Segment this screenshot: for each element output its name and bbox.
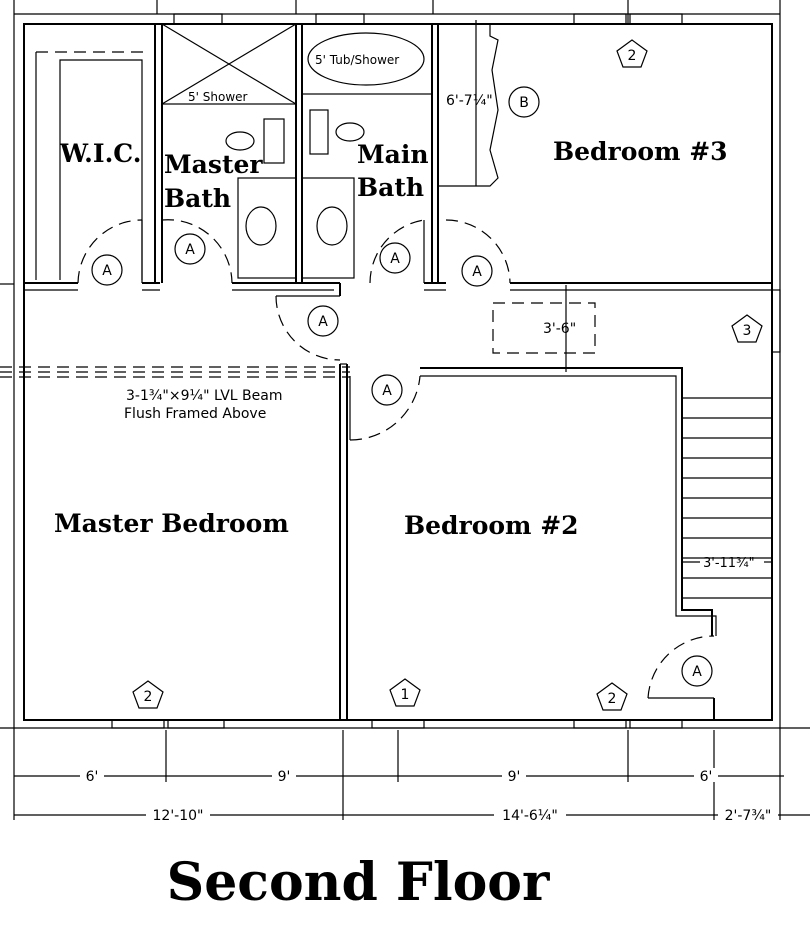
door-tag: A <box>461 255 493 287</box>
windows <box>111 13 781 729</box>
dim-6-right: 6' <box>700 769 713 785</box>
beam-note-line1: 3-1¾"×9¼" LVL Beam <box>126 388 283 404</box>
room-labels: W.I.C. Master Bath Main Bath Bedroom #3 … <box>54 137 728 540</box>
dim-12-10: 12'-10" <box>153 808 204 824</box>
page-title: Second Floor <box>167 852 550 913</box>
window-tag: 1 <box>389 678 421 707</box>
svg-text:2: 2 <box>628 48 637 64</box>
master-bath-fixtures <box>225 118 297 279</box>
room-label-bedroom-2: Bedroom #2 <box>404 511 579 540</box>
svg-text:1: 1 <box>401 687 410 703</box>
door-tag: A <box>371 374 403 406</box>
svg-text:2: 2 <box>608 691 617 707</box>
room-label-main-bath-2: Bath <box>357 173 424 202</box>
beam-note-line2: Flush Framed Above <box>124 406 266 422</box>
bottom-dimensions: 6' 9' 9' 6' 12'-10" 14'-6¼" 2'-7¾" <box>14 730 810 825</box>
room-label-wic: W.I.C. <box>59 139 141 168</box>
window-tag: 2 <box>616 39 648 68</box>
svg-text:B: B <box>519 95 529 111</box>
door-tag: A <box>681 655 713 687</box>
svg-text:3: 3 <box>743 323 752 339</box>
door-tags: A A A A A A A B <box>91 86 713 687</box>
window-tag: 2 <box>596 682 628 711</box>
door-tag: A <box>91 254 123 286</box>
door-tag: A <box>174 233 206 265</box>
interior-walls <box>24 20 772 720</box>
svg-text:A: A <box>185 242 195 258</box>
room-label-bedroom-3: Bedroom #3 <box>553 137 728 166</box>
svg-text:A: A <box>382 383 392 399</box>
svg-text:A: A <box>102 263 112 279</box>
room-label-master-bath-1: Master <box>164 150 263 179</box>
tub-label: 5' Tub/Shower <box>315 53 399 67</box>
svg-text:A: A <box>390 251 400 267</box>
stair-dimension: 3'-11¾" <box>703 556 755 571</box>
closet-dimension: 6'-7¼" <box>446 93 493 109</box>
room-label-main-bath-1: Main <box>357 140 429 169</box>
main-bath-fixtures <box>301 109 365 279</box>
svg-text:A: A <box>472 264 482 280</box>
tub <box>301 23 433 95</box>
window-tag: 3 <box>731 314 763 343</box>
door-tag: A <box>379 242 411 274</box>
room-label-master-bedroom: Master Bedroom <box>54 509 289 538</box>
door-tag-b: B <box>508 86 540 118</box>
dim-6-left: 6' <box>86 769 99 785</box>
dim-14-6: 14'-6¼" <box>502 808 558 824</box>
room-label-master-bath-2: Bath <box>164 184 231 213</box>
shower-label: 5' Shower <box>188 90 248 104</box>
door-swings <box>77 219 715 699</box>
window-tag: 2 <box>132 680 164 709</box>
window-tags: 2 3 2 1 2 <box>132 39 763 711</box>
dim-2-7: 2'-7¾" <box>725 808 772 824</box>
shower-stall <box>161 23 297 105</box>
svg-text:A: A <box>692 664 702 680</box>
door-tag: A <box>307 305 339 337</box>
dim-9-right: 9' <box>508 769 521 785</box>
hall-dimension: 3'-6" <box>543 321 576 337</box>
dim-9-left: 9' <box>278 769 291 785</box>
svg-text:A: A <box>318 314 328 330</box>
lvl-beam <box>0 366 350 378</box>
svg-text:2: 2 <box>144 689 153 705</box>
